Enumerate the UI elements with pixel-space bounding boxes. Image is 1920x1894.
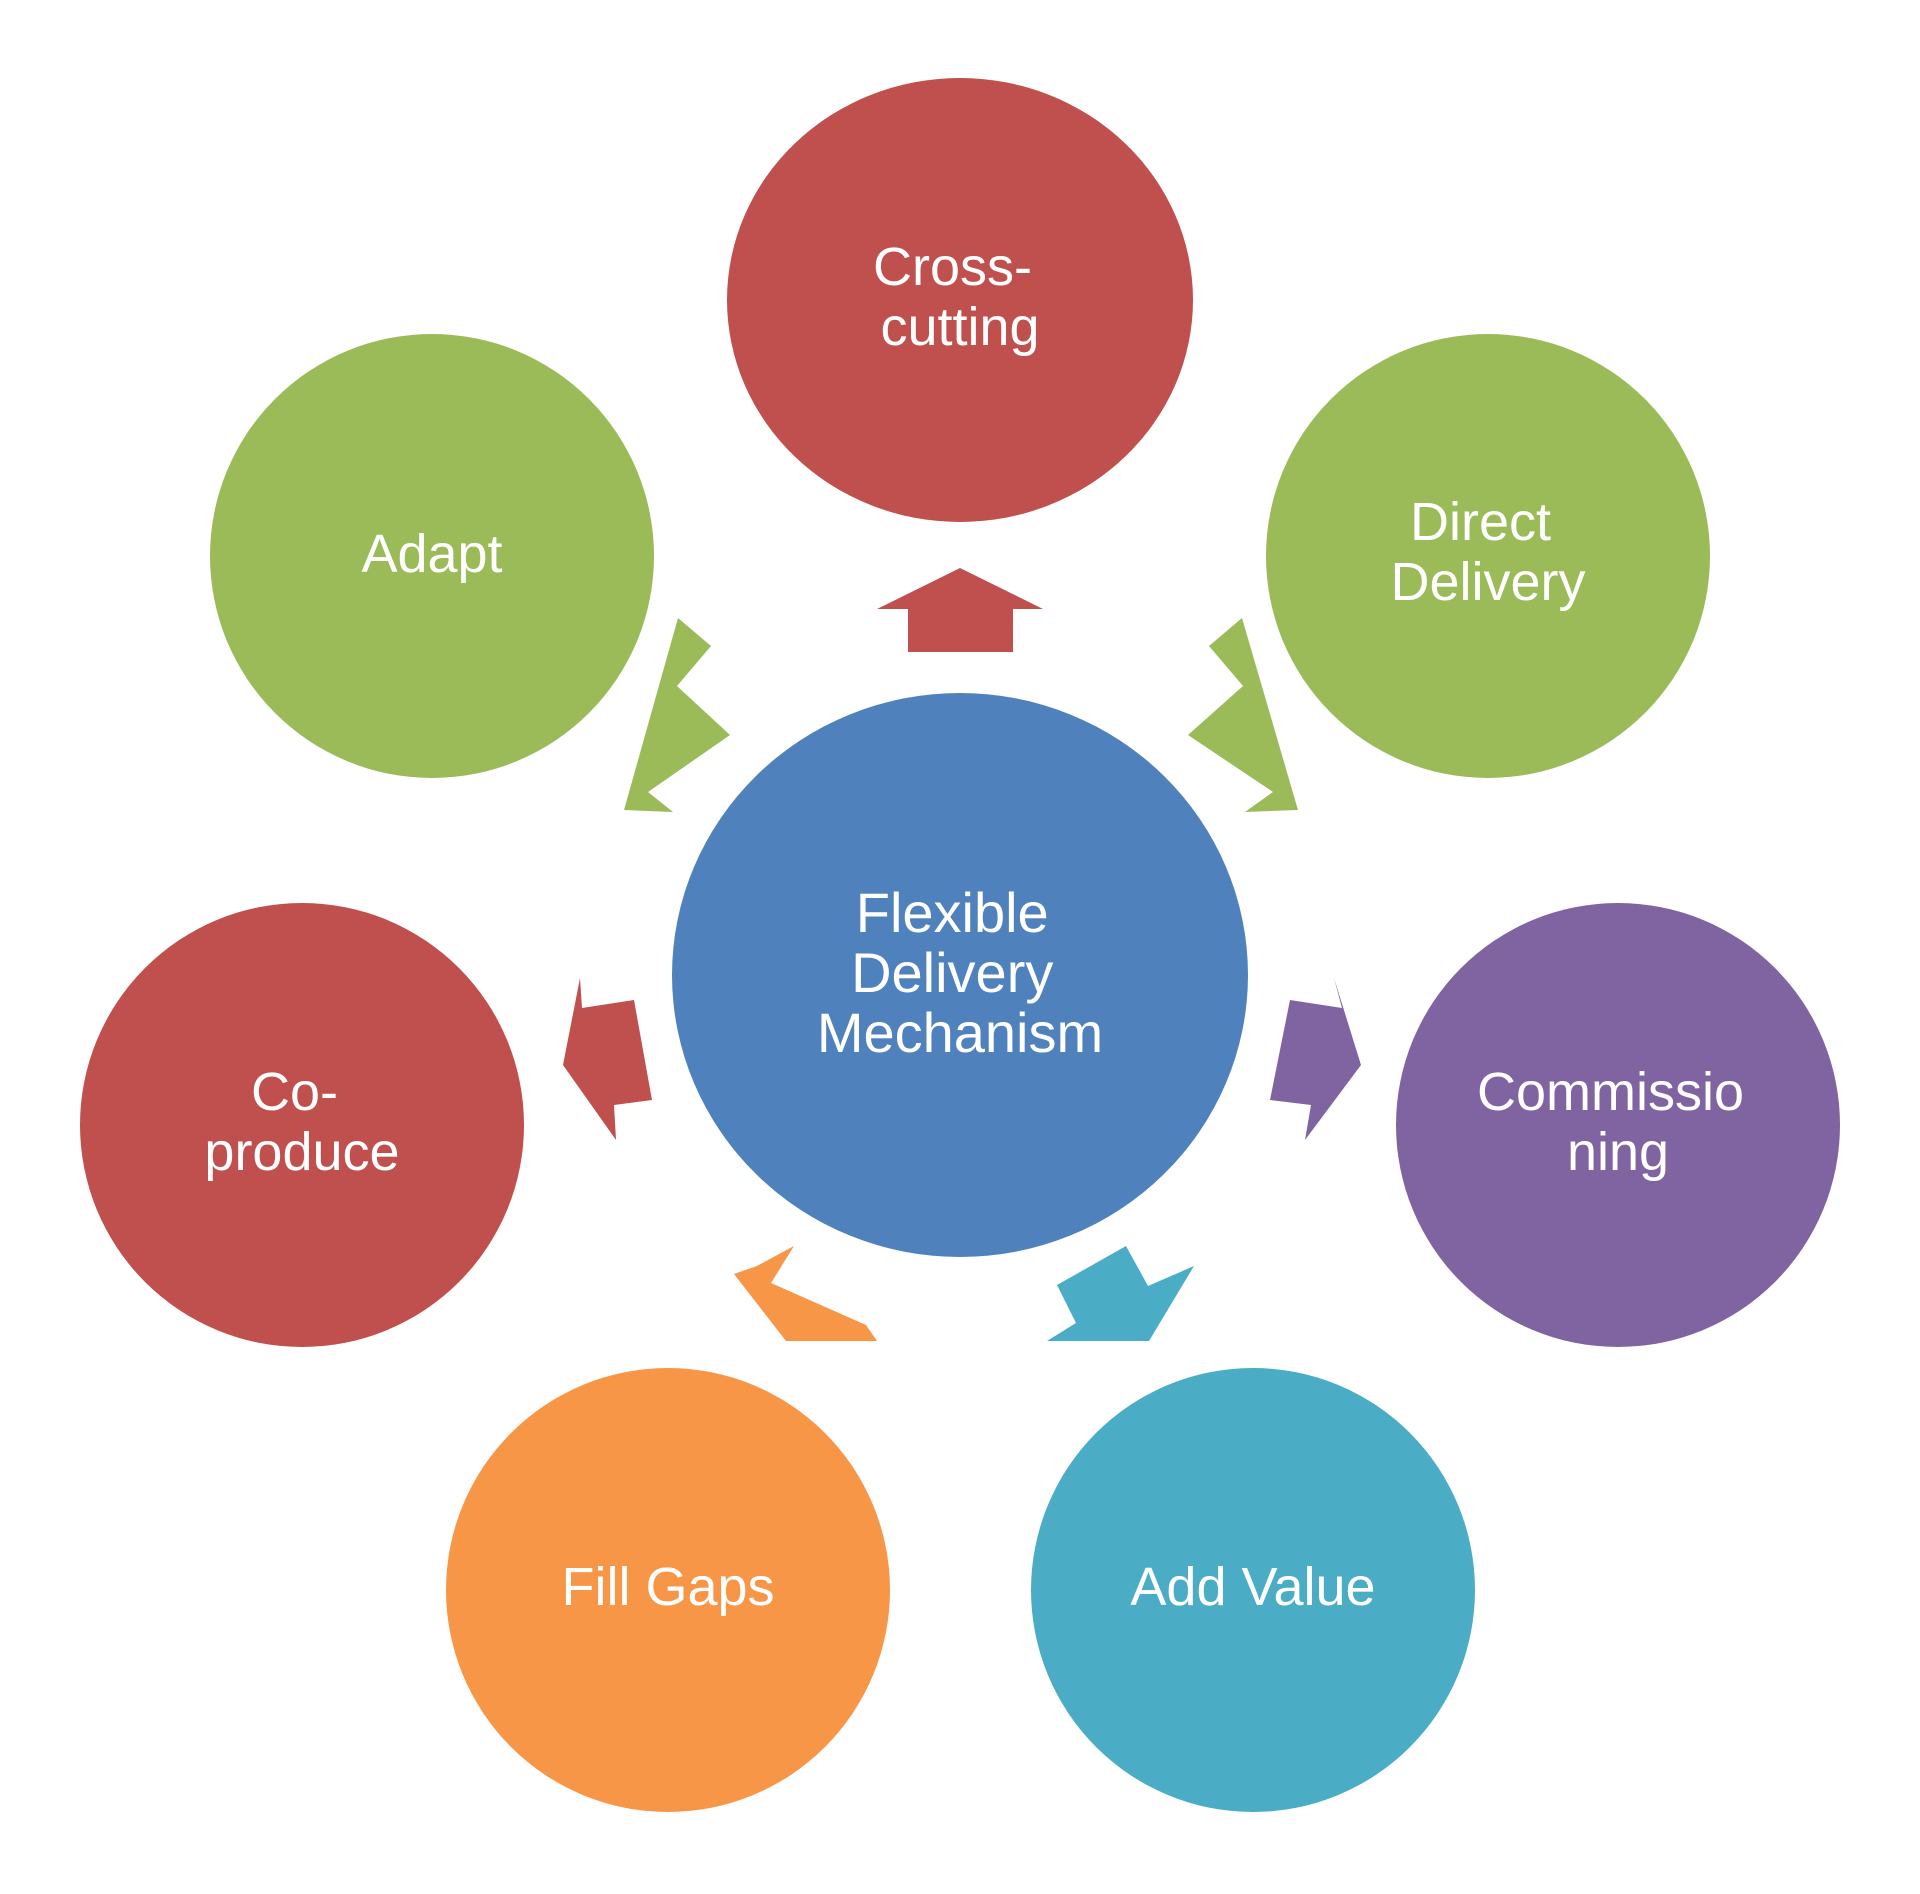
arrow-to-commissioning [1270,978,1361,1140]
node-cross-cutting: Cross- cutting [727,78,1193,522]
co-produce-label-line-2: produce [204,1122,399,1182]
adapt-circle [210,334,654,778]
arrow-to-direct-delivery [1188,618,1298,812]
cross-cutting-label-line-1: Cross- [873,237,1032,297]
node-adapt: Adapt [210,334,654,778]
center-label: Flexible Delivery Mechanism [817,881,1103,1064]
direct-delivery-label: Direct Delivery [1390,492,1585,612]
add-value-label: Add Value [1130,1557,1375,1617]
adapt-label: Adapt [361,524,502,584]
node-fill-gaps: Fill Gaps [446,1368,890,1812]
direct-delivery-circle [1266,334,1710,778]
cross-cutting-label: Cross- cutting [873,237,1047,357]
add-value-label-line-1: Add Value [1130,1557,1375,1617]
fill-gaps-label: Fill Gaps [561,1557,774,1617]
center-label-line-1: Flexible [856,881,1049,944]
arrows [563,568,1361,1341]
node-commissioning: Commissio ning [1396,903,1840,1347]
co-produce-label: Co- produce [204,1062,399,1182]
arrow-to-co-produce [563,978,652,1140]
center-circle [672,693,1248,1257]
direct-delivery-label-line-2: Delivery [1390,552,1585,612]
center-label-line-2: Delivery [851,941,1053,1004]
commissioning-label-line-2: ning [1567,1122,1669,1182]
arrow-to-add-value [1047,1246,1194,1341]
commissioning-label-line-1: Commissio [1477,1062,1744,1122]
center-label-line-3: Mechanism [817,1001,1103,1064]
add-value-circle [1031,1368,1475,1812]
node-add-value: Add Value [1031,1368,1475,1812]
arrow-to-fill-gaps [734,1246,877,1341]
center-node: Flexible Delivery Mechanism [672,693,1248,1257]
cross-cutting-label-line-2: cutting [880,297,1039,357]
node-co-produce: Co- produce [80,903,524,1347]
commissioning-circle [1396,903,1840,1347]
direct-delivery-label-line-1: Direct [1410,492,1551,552]
adapt-label-line-1: Adapt [361,524,502,584]
fill-gaps-circle [446,1368,890,1812]
arrow-to-cross-cutting [877,568,1043,652]
co-produce-label-line-1: Co- [251,1062,338,1122]
fill-gaps-label-line-1: Fill Gaps [561,1557,774,1617]
arrow-to-adapt [624,618,730,812]
cross-cutting-circle [727,78,1193,522]
node-direct-delivery: Direct Delivery [1266,334,1710,778]
co-produce-circle [80,903,524,1347]
commissioning-label: Commissio ning [1477,1062,1759,1182]
